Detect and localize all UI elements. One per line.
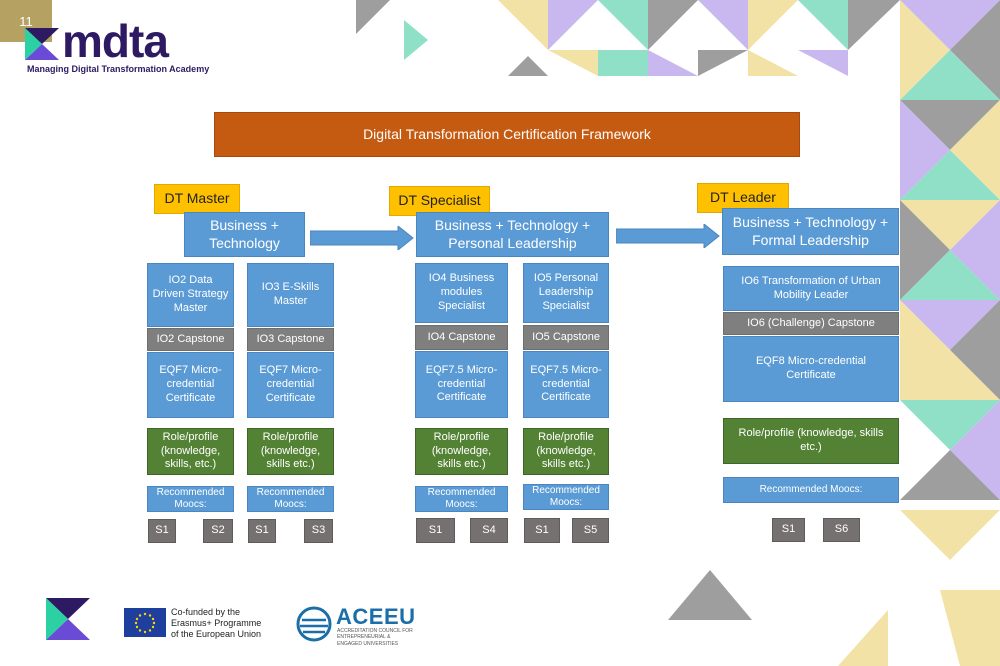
dt-specialist-heading: Business + Technology + Personal Leaders… (416, 212, 609, 257)
io2-s2-box: S2 (203, 519, 233, 543)
io3-recommended-moocs: Recommended Moocs: (247, 486, 334, 512)
aceeu-logo-icon (296, 606, 332, 642)
io5-role-profile: Role/profile (knowledge, skills etc.) (523, 428, 609, 475)
io3-role-profile: Role/profile (knowledge, skills etc.) (247, 428, 334, 475)
io6-s6-box: S6 (823, 518, 860, 542)
io6-role-profile: Role/profile (knowledge, skills etc.) (723, 418, 899, 464)
io5-certificate: EQF7.5 Micro-credential Certificate (523, 351, 609, 418)
mdta-footer-logo-icon (46, 598, 90, 640)
io3-s3-box: S3 (304, 519, 333, 543)
io5-recommended-moocs: Recommended Moocs: (523, 484, 609, 510)
io3-module: IO3 E-Skills Master (247, 263, 334, 327)
logo-text: mdta (62, 15, 169, 67)
io4-s1-box: S1 (416, 518, 455, 543)
io3-certificate: EQF7 Micro-credential Certificate (247, 352, 334, 418)
arrow-right-icon (616, 224, 720, 248)
logo-subtitle: Managing Digital Transformation Academy (27, 64, 210, 74)
io2-role-profile: Role/profile (knowledge, skills, etc.) (147, 428, 234, 475)
io4-module: IO4 Business modules Specialist (415, 263, 508, 323)
aceeu-subtitle: ACCREDITATION COUNCIL FOR ENTREPRENEURIA… (337, 628, 413, 647)
mdta-logo-icon (25, 28, 59, 60)
io3-capstone: IO3 Capstone (247, 328, 334, 351)
eu-cofunded-text: Co-funded by the Erasmus+ Programme of t… (171, 607, 262, 639)
io3-s1-box: S1 (248, 519, 276, 543)
io2-certificate: EQF7 Micro-credential Certificate (147, 352, 234, 418)
io6-s1-box: S1 (772, 518, 805, 542)
framework-title: Digital Transformation Certification Fra… (214, 112, 800, 157)
io5-capstone: IO5 Capstone (523, 325, 609, 350)
io4-capstone: IO4 Capstone (415, 325, 508, 350)
io6-capstone: IO6 (Challenge) Capstone (723, 312, 899, 335)
io2-module: IO2 Data Driven Strategy Master (147, 263, 234, 327)
dt-master-heading: Business + Technology (184, 212, 305, 257)
io5-s1-box: S1 (524, 518, 560, 543)
aceeu-name: ACEEU (336, 604, 416, 629)
io2-s1-box: S1 (148, 519, 176, 543)
io2-capstone: IO2 Capstone (147, 328, 234, 351)
dt-master-label: DT Master (154, 184, 240, 214)
eu-flag-icon (124, 608, 166, 637)
io5-module: IO5 Personal Leadership Specialist (523, 263, 609, 323)
io6-certificate: EQF8 Micro-credential Certificate (723, 336, 899, 402)
dt-specialist-label: DT Specialist (389, 186, 490, 216)
io4-s4-box: S4 (470, 518, 508, 543)
io4-role-profile: Role/profile (knowledge, skills etc.) (415, 428, 508, 475)
io4-recommended-moocs: Recommended Moocs: (415, 486, 508, 512)
arrow-right-icon (310, 226, 414, 250)
io2-recommended-moocs: Recommended Moocs: (147, 486, 234, 512)
io5-s5-box: S5 (572, 518, 609, 543)
dt-leader-heading: Business + Technology + Formal Leadershi… (722, 208, 899, 255)
io6-recommended-moocs: Recommended Moocs: (723, 477, 899, 503)
io4-certificate: EQF7.5 Micro-credential Certificate (415, 351, 508, 418)
io6-module: IO6 Transformation of Urban Mobility Lea… (723, 266, 899, 311)
